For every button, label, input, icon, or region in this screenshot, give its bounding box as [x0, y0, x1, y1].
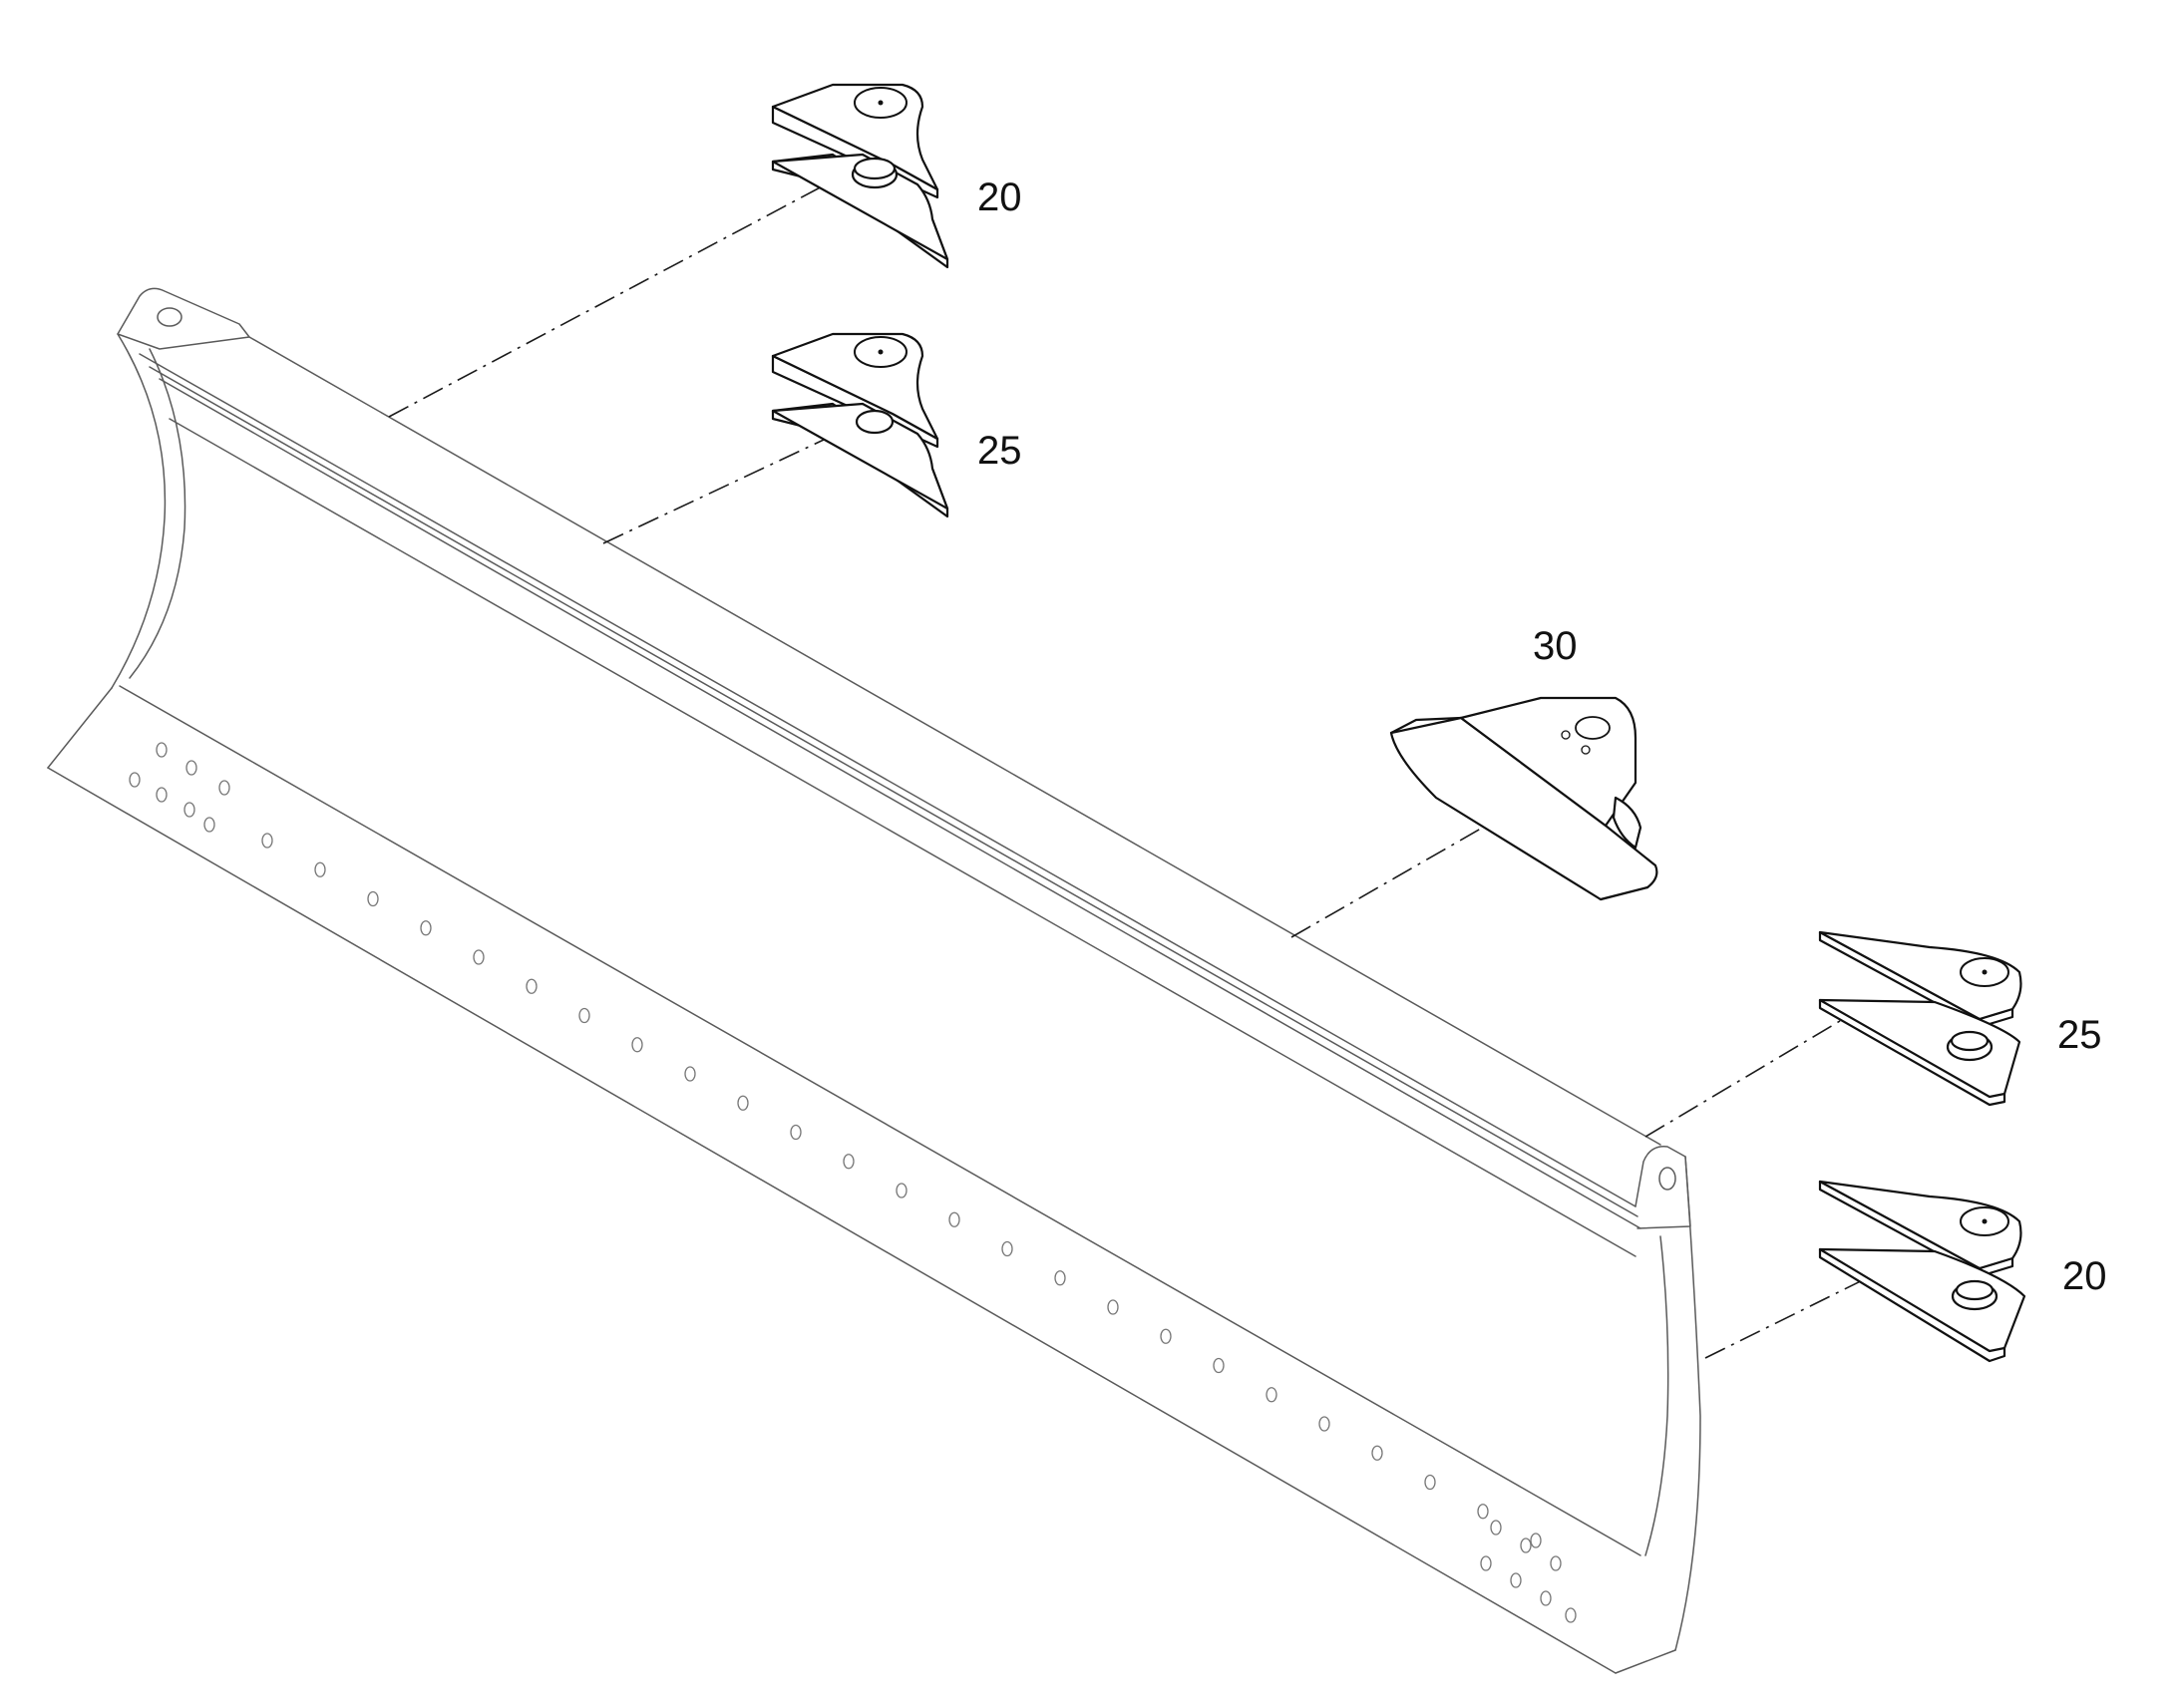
bolt-hole	[261, 833, 273, 849]
part-20-top-bracket	[771, 83, 949, 269]
bolt-hole	[948, 1211, 960, 1227]
bolt-hole	[156, 787, 168, 803]
bolt-hole	[1490, 1520, 1502, 1536]
blade-mould-line	[169, 418, 1636, 1257]
bolt-hole	[896, 1183, 908, 1198]
blade-right-lug-hole	[1658, 1167, 1676, 1191]
bolt-hole	[1001, 1240, 1013, 1257]
assembly-leader-lines	[388, 167, 1896, 1359]
blade-left-side-inner	[129, 348, 186, 679]
bolt-hole	[314, 861, 326, 877]
bolt-hole	[1520, 1537, 1532, 1553]
bolt-hole	[156, 742, 168, 758]
blade-right-side	[1674, 1156, 1701, 1651]
bolt-hole	[473, 949, 485, 965]
dozer-blade	[47, 287, 1701, 1674]
bolt-hole	[843, 1154, 855, 1170]
part-25-right-bracket	[1818, 930, 2022, 1107]
blade-right-lug	[1635, 1146, 1691, 1229]
cutting-edge-left	[47, 687, 113, 769]
bolt-hole	[218, 780, 230, 796]
bolt-hole	[737, 1095, 749, 1111]
cutting-edge-bottom	[47, 767, 1617, 1674]
bolt-hole	[1530, 1533, 1542, 1548]
bolt-hole	[1318, 1416, 1330, 1432]
leader-top-upper	[388, 167, 859, 418]
callout-part-20-top: 20	[977, 175, 1022, 219]
cutting-edge-top	[119, 685, 1641, 1556]
blade-right-side-inner	[1644, 1235, 1669, 1556]
bolt-hole	[1371, 1445, 1383, 1461]
bolt-hole	[578, 1007, 590, 1024]
bolt-hole	[1510, 1572, 1522, 1588]
leader-top-lower	[602, 423, 859, 544]
bolt-hole	[1424, 1474, 1436, 1491]
bolt-hole	[420, 920, 432, 936]
blade-left-lug-hole	[157, 307, 182, 327]
bolt-hole	[684, 1066, 696, 1082]
bolt-hole	[1054, 1270, 1066, 1286]
bolt-hole	[1477, 1504, 1489, 1520]
part-20-right-bracket	[1818, 1180, 2026, 1363]
blade-top-lip-3	[159, 378, 1641, 1229]
bolt-hole	[1540, 1590, 1552, 1606]
blade-top-edge	[248, 336, 1661, 1146]
bolt-hole	[367, 890, 379, 907]
bolt-hole	[129, 772, 141, 788]
part-25-top-bracket	[771, 332, 949, 518]
bolt-hole	[790, 1124, 802, 1141]
blade-top-lip-2	[149, 366, 1638, 1217]
cutting-edge-right	[1615, 1649, 1676, 1674]
bolt-hole	[631, 1037, 643, 1053]
blade-top-lip-1	[139, 353, 1636, 1207]
bolt-hole	[1565, 1607, 1577, 1623]
bolt-hole	[1266, 1387, 1277, 1403]
part-30-side-plate	[1389, 696, 1658, 901]
bolt-hole	[1213, 1357, 1225, 1374]
bolt-hole	[1107, 1299, 1119, 1315]
blade-left-lug	[117, 287, 250, 350]
leader-right-upper	[1644, 1014, 1851, 1138]
callout-part-25-right: 25	[2057, 1013, 2102, 1057]
callout-part-25-top: 25	[977, 429, 1022, 473]
bolt-hole	[203, 817, 215, 833]
bolt-hole	[526, 978, 538, 994]
bolt-hole	[1480, 1555, 1492, 1571]
callout-part-30: 30	[1533, 624, 1578, 668]
bolt-hole	[1550, 1555, 1562, 1571]
bolt-hole	[183, 802, 195, 818]
blade-left-side	[111, 333, 167, 689]
cutting-edge-bolt-holes	[129, 742, 1577, 1623]
leader-middle	[1290, 805, 1522, 938]
callout-part-20-right: 20	[2062, 1254, 2107, 1298]
bolt-hole	[1160, 1328, 1172, 1344]
bolt-hole	[185, 760, 197, 776]
